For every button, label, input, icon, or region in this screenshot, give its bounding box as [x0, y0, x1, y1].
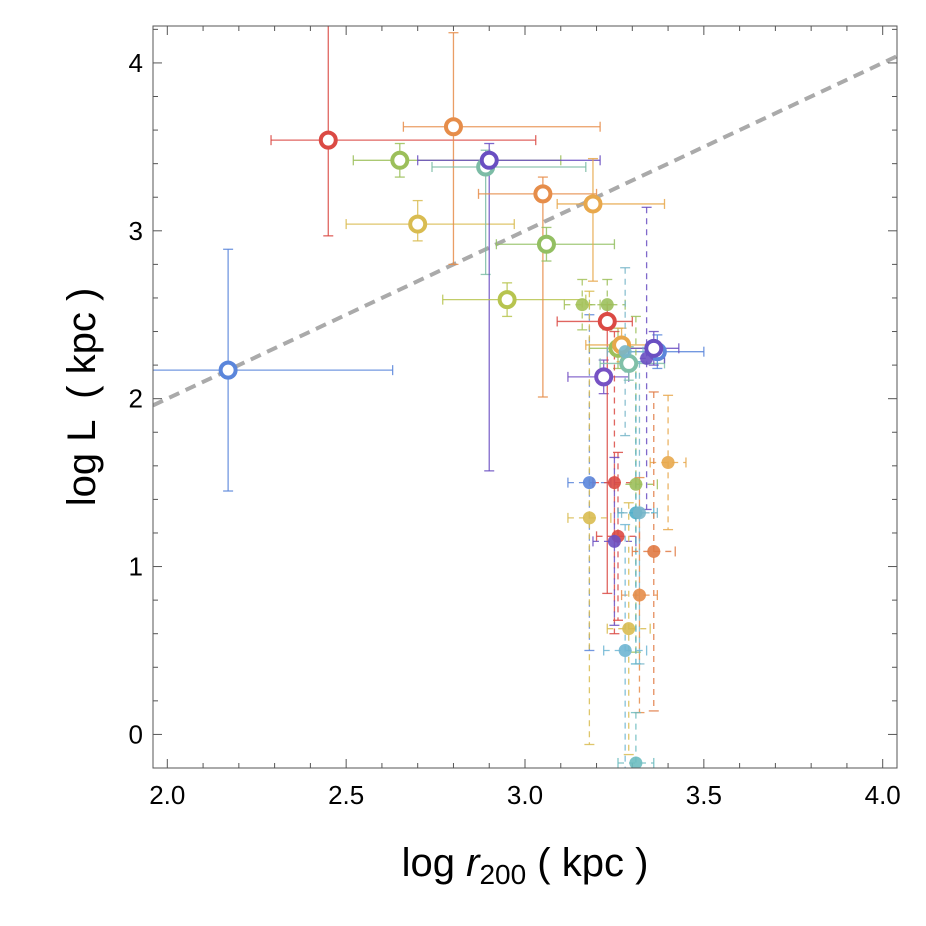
- x-axis-title-var: r: [466, 841, 481, 885]
- reference-line: [153, 54, 897, 408]
- x-axis-title-suffix: ( kpc ): [526, 841, 648, 885]
- data-point-ring: [644, 338, 664, 358]
- x-tick-label: 3.5: [686, 780, 722, 810]
- data-point-dot: [582, 476, 596, 490]
- data-point-ring: [218, 360, 238, 380]
- data-point-dot: [582, 511, 596, 525]
- data-point-ring: [497, 290, 517, 310]
- x-tick-label: 3.0: [507, 780, 543, 810]
- y-axis-title: log L ( kpc ): [60, 288, 104, 507]
- axis-ticks: [153, 26, 897, 769]
- data-point-dot: [632, 588, 646, 602]
- x-axis-title: log r200 ( kpc ): [402, 841, 649, 890]
- x-tick-label: 2.5: [328, 780, 364, 810]
- data-point-ring: [597, 311, 617, 331]
- data-point-dot: [618, 643, 632, 657]
- data-point-ring: [408, 214, 428, 234]
- data-point-ring: [619, 353, 639, 373]
- data-point-dot: [618, 345, 632, 359]
- data-point-ring: [479, 150, 499, 170]
- y-tick-label: 1: [129, 552, 143, 582]
- y-tick-label: 2: [129, 384, 143, 414]
- data-point-ring: [583, 194, 603, 214]
- data-point-ring: [536, 234, 556, 254]
- data-point-ring: [533, 184, 553, 204]
- data-point-ring: [594, 367, 614, 387]
- plot-background: [153, 26, 897, 768]
- data-point-dot: [575, 298, 589, 312]
- data-point-ring: [318, 130, 338, 150]
- data-point-dot: [607, 476, 621, 490]
- data-point-dot: [640, 351, 654, 365]
- x-tick-label: 2.0: [149, 780, 185, 810]
- data-point-dot: [629, 756, 643, 768]
- plot-frame: [152, 25, 898, 769]
- data-point-dot: [629, 477, 643, 491]
- plot-area: [153, 26, 897, 768]
- data-point-dot: [647, 544, 661, 558]
- x-axis-title-sub: 200: [479, 859, 526, 890]
- tick-labels: 2.0 2.5 3.0 3.5 4.0 0 1 2 3 4: [129, 48, 901, 810]
- y-tick-label: 4: [129, 48, 143, 78]
- x-tick-label: 4.0: [865, 780, 901, 810]
- data-point-dot: [622, 622, 636, 636]
- data-markers: [218, 117, 675, 768]
- y-tick-label: 0: [129, 719, 143, 749]
- data-point-dot: [607, 534, 621, 548]
- data-point-dot: [600, 298, 614, 312]
- x-axis-title-prefix: log: [402, 841, 467, 885]
- data-point-dot: [661, 455, 675, 469]
- data-point-ring: [390, 150, 410, 170]
- y-tick-label: 3: [129, 216, 143, 246]
- data-point-ring: [443, 117, 463, 137]
- data-point-dot: [632, 506, 646, 520]
